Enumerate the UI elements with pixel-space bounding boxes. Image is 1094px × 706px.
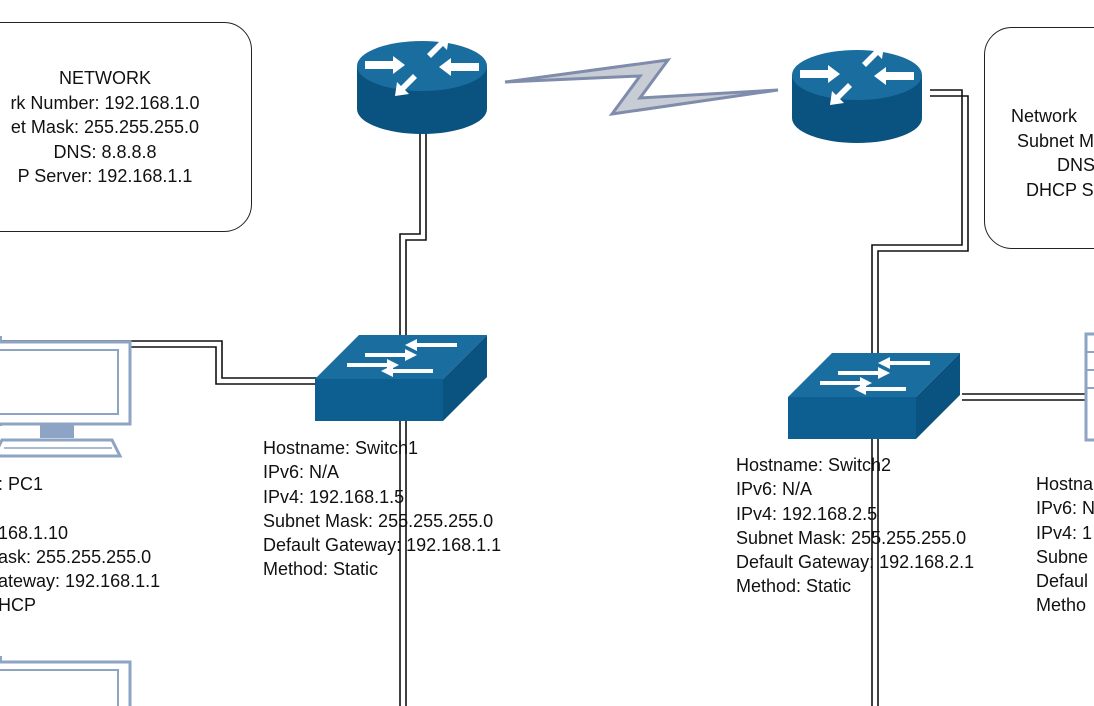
pc1-subnet-mask: ask: 255.255.255.0 <box>0 546 152 567</box>
switch2-ipv6: IPv6: N/A <box>736 479 813 500</box>
switch1-hostname: Hostname: Switch1 <box>263 438 419 458</box>
switch1-default-gateway: Default Gateway: 192.168.1.1 <box>263 535 502 556</box>
network-number: Network <box>1011 106 1078 126</box>
switch1-subnet-mask: Subnet Mask: 255.255.255.0 <box>263 510 494 531</box>
switch2-info: Hostname: Switch2 IPv6: N/A IPv4: 192.16… <box>736 453 974 599</box>
network-dns: DNS <box>1057 155 1094 176</box>
pc-right-subnet-mask: Subne <box>1036 546 1089 567</box>
network-info-box-left <box>0 22 252 232</box>
network-dns: DNS: 8.8.8.8 <box>53 141 157 162</box>
router-icon <box>792 45 922 143</box>
network-dhcp-server: P Server: 192.168.1.1 <box>17 166 193 187</box>
pc1-ipv4: 168.1.10 <box>0 522 69 543</box>
desktop-pc-icon <box>0 656 132 706</box>
switch-icon <box>315 335 487 421</box>
desktop-pc-icon <box>0 336 132 458</box>
switch1-info: Hostname: Switch1 IPv6: N/A IPv4: 192.16… <box>263 436 501 582</box>
network-dhcp-server: DHCP S <box>1026 179 1094 200</box>
pc-right-ipv4: IPv4: 1 <box>1036 522 1093 543</box>
link-switch2-pcright <box>962 393 1094 401</box>
switch2-subnet-mask: Subnet Mask: 255.255.255.0 <box>736 527 967 548</box>
desktop-pc-icon <box>1084 332 1094 442</box>
pc-right-info: Hostna IPv6: N IPv4: 1 Subne Defaul Meth… <box>1036 472 1094 618</box>
switch2-method: Method: Static <box>736 576 852 597</box>
network-info-box-right <box>984 27 1094 249</box>
network-info-text-right: Network Subnet M DNS DHCP S <box>986 104 1094 202</box>
pc1-hostname: : PC1 <box>0 474 44 494</box>
pc-right-hostname: Hostna <box>1036 474 1094 494</box>
network-info-text-left: NETWORK rk Number: 192.168.1.0 et Mask: … <box>0 66 250 189</box>
switch1-ipv6: IPv6: N/A <box>263 462 340 483</box>
pc-right-default-gateway: Defaul <box>1036 571 1089 592</box>
pc-right-ipv6: IPv6: N <box>1036 498 1094 519</box>
switch2-hostname: Hostname: Switch2 <box>736 455 892 475</box>
switch2-ipv4: IPv4: 192.168.2.5 <box>736 503 878 524</box>
pc1-method: HCP <box>0 595 37 616</box>
network-title: NETWORK <box>59 68 151 88</box>
switch1-method: Method: Static <box>263 559 379 580</box>
network-subnet-mask: et Mask: 255.255.255.0 <box>10 117 200 138</box>
pc1-ipv6 <box>0 496 160 520</box>
switch-icon <box>788 353 960 439</box>
pc-right-method: Metho <box>1036 595 1087 616</box>
pc1-default-gateway: ateway: 192.168.1.1 <box>0 571 161 592</box>
link-router1-switch1 <box>399 128 427 706</box>
switch1-ipv4: IPv4: 192.168.1.5 <box>263 486 405 507</box>
switch2-default-gateway: Default Gateway: 192.168.2.1 <box>736 552 975 573</box>
pc1-info: : PC1 168.1.10 ask: 255.255.255.0 ateway… <box>0 472 160 618</box>
wan-serial-link-icon <box>504 58 779 116</box>
network-number: rk Number: 192.168.1.0 <box>10 92 200 113</box>
network-subnet-mask: Subnet M <box>1017 130 1094 151</box>
router-icon <box>357 36 487 134</box>
